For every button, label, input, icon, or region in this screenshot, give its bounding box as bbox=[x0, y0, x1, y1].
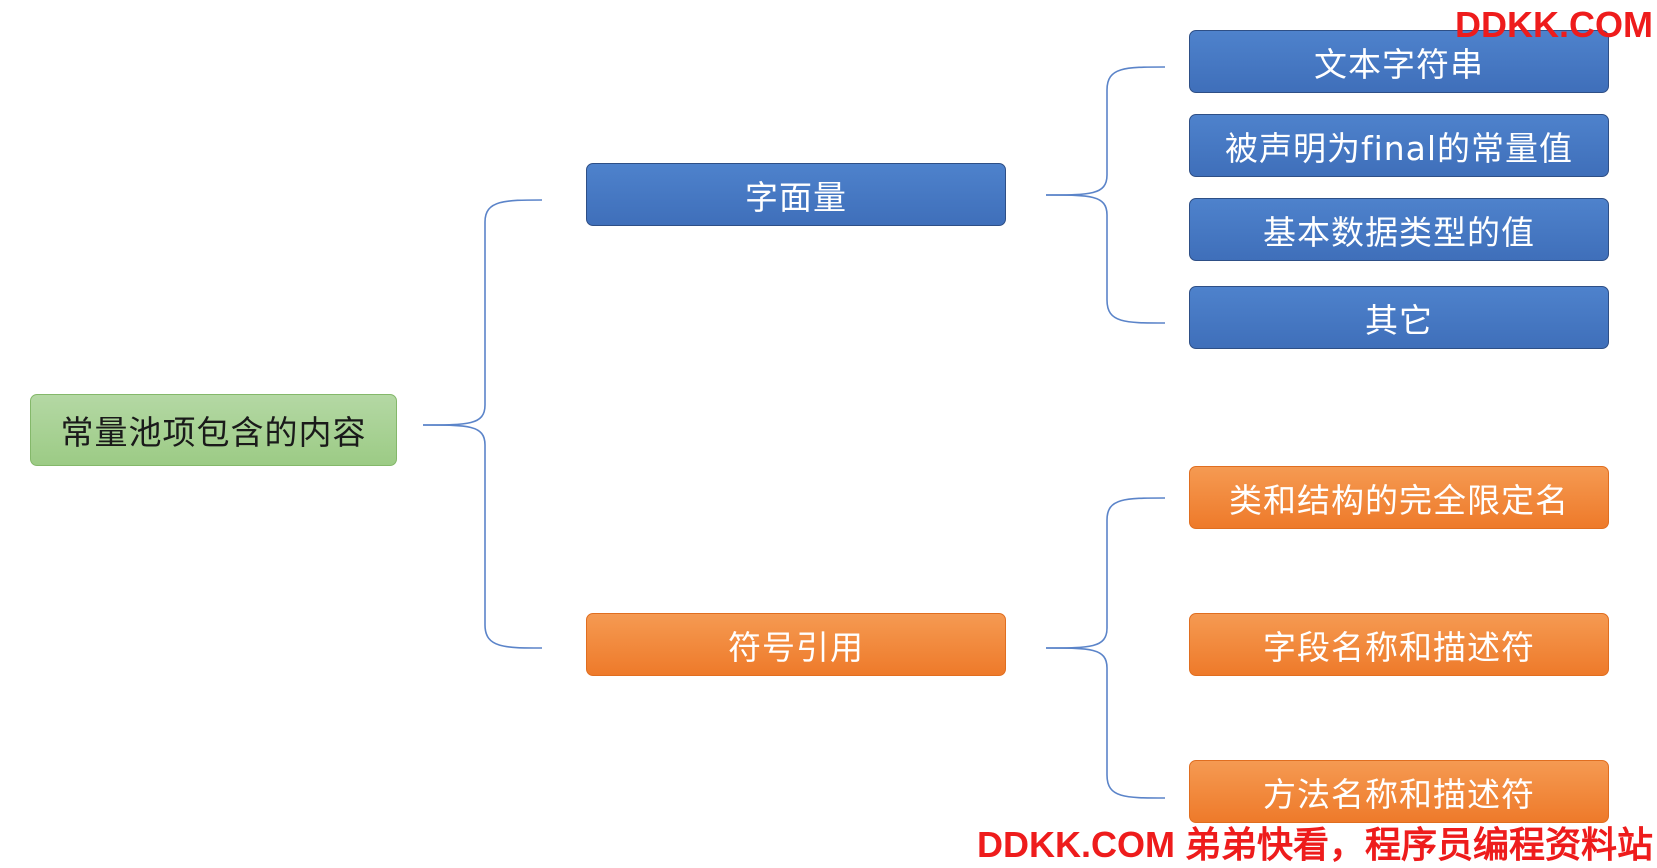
root-label: 常量池项包含的内容 bbox=[60, 413, 367, 452]
category-label: 字面量 bbox=[745, 177, 847, 217]
leaf-label: 方法名称和描述符 bbox=[1263, 774, 1535, 814]
leaf-label: 被声明为final的常量值 bbox=[1224, 128, 1574, 168]
symbol-bracket-bottom bbox=[1045, 647, 1166, 799]
leaf-other: 其它 bbox=[1189, 286, 1609, 349]
leaf-label: 类和结构的完全限定名 bbox=[1229, 480, 1569, 520]
watermark-top: DDKK.COM bbox=[1455, 4, 1653, 45]
leaf-label: 其它 bbox=[1365, 300, 1433, 340]
literal-bracket-bottom bbox=[1045, 194, 1166, 324]
literal-bracket-top bbox=[1045, 66, 1166, 196]
root-bracket-lower bbox=[422, 424, 543, 649]
category-symbolic-reference: 符号引用 bbox=[586, 613, 1006, 676]
root-bracket bbox=[422, 199, 543, 426]
leaf-label: 字段名称和描述符 bbox=[1263, 627, 1535, 667]
leaf-method-descriptor: 方法名称和描述符 bbox=[1189, 760, 1609, 823]
leaf-text-string: 文本字符串 bbox=[1189, 30, 1609, 93]
root-node: 常量池项包含的内容 bbox=[30, 394, 397, 466]
symbol-bracket-top bbox=[1045, 497, 1166, 649]
leaf-label: 基本数据类型的值 bbox=[1263, 212, 1535, 252]
leaf-field-descriptor: 字段名称和描述符 bbox=[1189, 613, 1609, 676]
leaf-primitive-value: 基本数据类型的值 bbox=[1189, 198, 1609, 261]
category-label: 符号引用 bbox=[728, 627, 864, 667]
leaf-class-qualified-name: 类和结构的完全限定名 bbox=[1189, 466, 1609, 529]
leaf-label: 文本字符串 bbox=[1314, 44, 1484, 84]
watermark-bottom: DDKK.COM 弟弟快看，程序员编程资料站 bbox=[977, 824, 1653, 865]
leaf-final-constant: 被声明为final的常量值 bbox=[1189, 114, 1609, 177]
category-literal: 字面量 bbox=[586, 163, 1006, 226]
